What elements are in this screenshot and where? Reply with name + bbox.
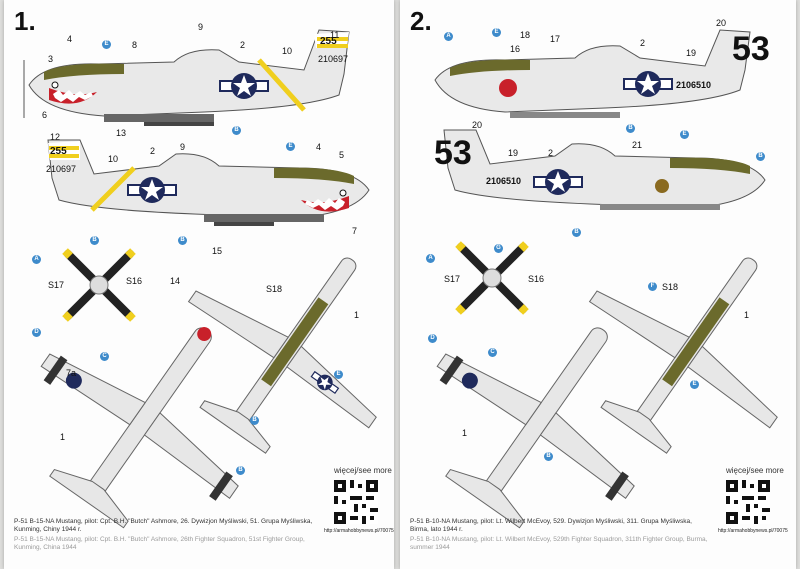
callout: 14 — [170, 276, 181, 286]
callout: 20 — [472, 120, 483, 130]
url-link[interactable]: http://armahobbynews.pl/70075 — [718, 528, 788, 534]
callout: S17 — [444, 274, 461, 284]
callout: 15 — [212, 246, 223, 256]
p1-side-view-right — [47, 139, 370, 226]
marker-blue: B — [544, 452, 553, 461]
marker-blue: C — [100, 352, 109, 361]
callout: 9 — [198, 22, 204, 32]
callout: 20 — [716, 18, 727, 28]
callout: 2 — [640, 38, 646, 48]
decal-sheet-page-2: 2. — [400, 0, 796, 569]
page-number: 2. — [410, 6, 432, 36]
callout: 1 — [462, 428, 468, 438]
marker-blue: B — [756, 152, 765, 161]
marker-blue: B — [236, 466, 245, 475]
marker-blue: D — [428, 334, 437, 343]
marker-blue: A — [426, 254, 435, 263]
marker-blue: E — [680, 130, 689, 139]
p1-bottom-view — [40, 326, 239, 529]
marker-blue: D — [32, 328, 41, 337]
callout: 1 — [744, 310, 750, 320]
callout: 6 — [42, 110, 48, 120]
marker-blue: E — [334, 370, 343, 379]
p2-side-view-right — [443, 129, 766, 210]
marker-blue: B — [572, 228, 581, 237]
serial-lower: 210697 — [46, 164, 77, 174]
callout: 2 — [548, 148, 554, 158]
p2-side-view-left — [434, 29, 751, 118]
aircraft-drawings-1 — [23, 29, 377, 529]
serial-lower: 2106510 — [486, 176, 522, 186]
p2-top-view — [588, 257, 778, 454]
caption-polish: P-51 B-15-NA Mustang, pilot: Cpt. B.H. "… — [14, 518, 313, 533]
callout: 9 — [180, 142, 186, 152]
qr-code-icon — [726, 480, 770, 524]
see-more-label: więcej/see more — [334, 466, 392, 475]
marker-blue: A — [444, 32, 453, 41]
p1-propeller — [62, 248, 136, 322]
side-code-upper: 53 — [732, 30, 770, 68]
callout: 11 — [330, 30, 340, 40]
callout: 16 — [510, 44, 521, 54]
side-code-upper: 255 — [320, 36, 337, 47]
callout: 5 — [339, 150, 345, 160]
callout: S16 — [528, 274, 545, 284]
marker-blue: F — [648, 282, 657, 291]
marker-blue: B — [250, 416, 259, 425]
see-more-label: więcej/see more — [726, 466, 784, 475]
side-code-lower: 53 — [434, 134, 472, 172]
callout: 2 — [240, 40, 246, 50]
p1-side-view-left — [23, 29, 350, 126]
caption-english: P-51 B-15-NA Mustang, pilot: Cpt. B.H. "… — [14, 536, 305, 551]
callout: 4 — [67, 34, 73, 44]
qr-code-icon — [334, 480, 378, 524]
p2-bottom-view — [436, 327, 635, 529]
callout: 4 — [316, 142, 322, 152]
callout: 10 — [108, 154, 119, 164]
callout: 10 — [282, 46, 293, 56]
callout: 1 — [354, 310, 360, 320]
marker-blue: E — [102, 40, 111, 49]
marker-blue: E — [492, 28, 501, 37]
marker-blue: C — [488, 348, 497, 357]
callout: 18 — [520, 30, 531, 40]
marker-blue: E — [286, 142, 295, 151]
marker-blue: B — [232, 126, 241, 135]
callout: 19 — [686, 48, 697, 58]
page-number: 1. — [14, 6, 36, 36]
marker-blue: E — [690, 380, 699, 389]
callout: 3 — [48, 54, 54, 64]
marker-blue: A — [32, 255, 41, 264]
callout: 1 — [60, 432, 66, 442]
callout: 7 — [352, 226, 358, 236]
serial-upper: 210697 — [318, 54, 349, 64]
decal-sheet-page-1: 1. — [4, 0, 394, 569]
aircraft-drawings-2 — [434, 29, 778, 529]
side-code-lower: 255 — [50, 146, 67, 157]
caption-english: P-51 B-10-NA Mustang, pilot: Lt. Wilbert… — [410, 536, 708, 551]
callout: S18 — [266, 284, 283, 294]
callout: S16 — [126, 276, 143, 286]
callout: S18 — [662, 282, 679, 292]
callout: 17 — [550, 34, 561, 44]
callout: 7a — [66, 368, 77, 378]
caption-polish: P-51 B-10-NA Mustang, pilot: Lt. Wilbert… — [410, 518, 692, 533]
p2-propeller — [455, 241, 529, 315]
callout: 13 — [116, 128, 127, 138]
marker-blue: B — [90, 236, 99, 245]
p1-top-view — [187, 257, 377, 454]
callout: 2 — [150, 146, 156, 156]
callout: 8 — [132, 40, 138, 50]
callout: S17 — [48, 280, 65, 290]
callout: 12 — [50, 132, 61, 142]
callout: 21 — [632, 140, 643, 150]
callout: 19 — [508, 148, 519, 158]
marker-blue: G — [494, 244, 503, 253]
url-link[interactable]: http://armahobbynews.pl/70075 — [324, 528, 394, 534]
marker-blue: B — [178, 236, 187, 245]
serial-upper: 2106510 — [676, 80, 712, 90]
marker-blue: B — [626, 124, 635, 133]
